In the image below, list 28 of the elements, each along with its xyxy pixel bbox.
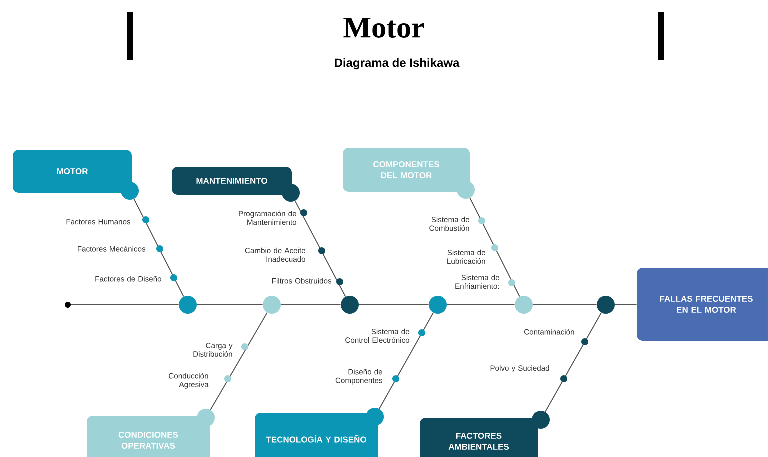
fishbone-line	[446, 304, 516, 306]
junction-circle	[263, 296, 281, 314]
fishbone-line	[378, 312, 434, 410]
fishbone-line	[358, 304, 430, 306]
category-box: MOTOR	[13, 150, 139, 200]
junction-circle	[341, 296, 359, 314]
title: Motor	[344, 18, 424, 38]
category-box: FACTORES AMBIENTALES	[420, 410, 550, 457]
fishbone-line	[280, 304, 342, 306]
category-box: CONDICIONES OPERATIVAS	[87, 408, 215, 457]
junction-circle	[597, 296, 615, 314]
category-box: TECNOLOGÍA Y DISEÑO	[255, 408, 384, 457]
fishbone-line	[470, 198, 520, 298]
junction-circle	[515, 296, 533, 314]
category-box: FALLAS FRECUENTES EN EL MOTOR	[637, 268, 768, 341]
fishbone-line	[196, 304, 264, 306]
junction-circle	[179, 296, 197, 314]
fishbone-line	[294, 200, 346, 298]
junction-circle	[429, 296, 447, 314]
fishbone-line	[70, 304, 180, 306]
category-box: MANTENIMIENTO	[172, 167, 300, 202]
fishbone-line	[614, 304, 638, 306]
fishbone-line	[210, 312, 268, 411]
subtitle: Diagrama de Ishikawa	[335, 58, 460, 70]
fishbone-line	[532, 304, 598, 306]
category-box: COMPONENTES DEL MOTOR	[343, 148, 475, 199]
fishbone-line	[134, 198, 184, 298]
fishbone-line	[544, 312, 602, 413]
